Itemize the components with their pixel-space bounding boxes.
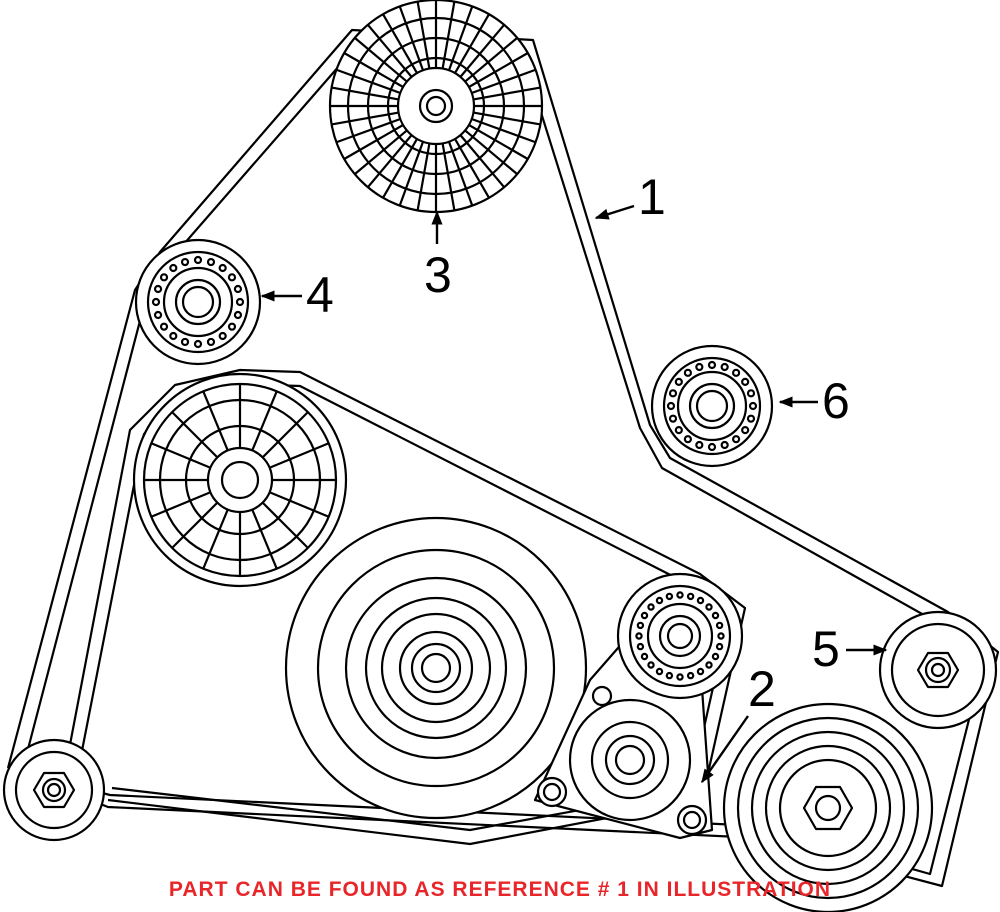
- pulley-5-hex: [878, 610, 998, 730]
- large-center-pulley: [284, 516, 588, 820]
- leader-2: [701, 715, 749, 784]
- pulley-3-top: [328, 0, 544, 214]
- leader-1: [594, 204, 635, 220]
- callout-3: 3: [424, 247, 452, 303]
- lower-left-pulley: [2, 738, 106, 842]
- callout-6: 6: [822, 373, 850, 429]
- tensioner-idler-pulley: [616, 572, 744, 700]
- reference-note: PART CAN BE FOUND AS REFERENCE # 1 IN IL…: [168, 878, 832, 901]
- pulley-6-idler: [650, 344, 774, 468]
- callout-5: 5: [812, 621, 840, 677]
- callout-4: 4: [306, 267, 334, 323]
- lower-right-pulley: [722, 702, 934, 912]
- pulley-4-idler: [134, 238, 262, 366]
- callout-1: 1: [638, 169, 666, 225]
- spoked-pulley: [132, 372, 348, 588]
- callout-2: 2: [748, 661, 776, 717]
